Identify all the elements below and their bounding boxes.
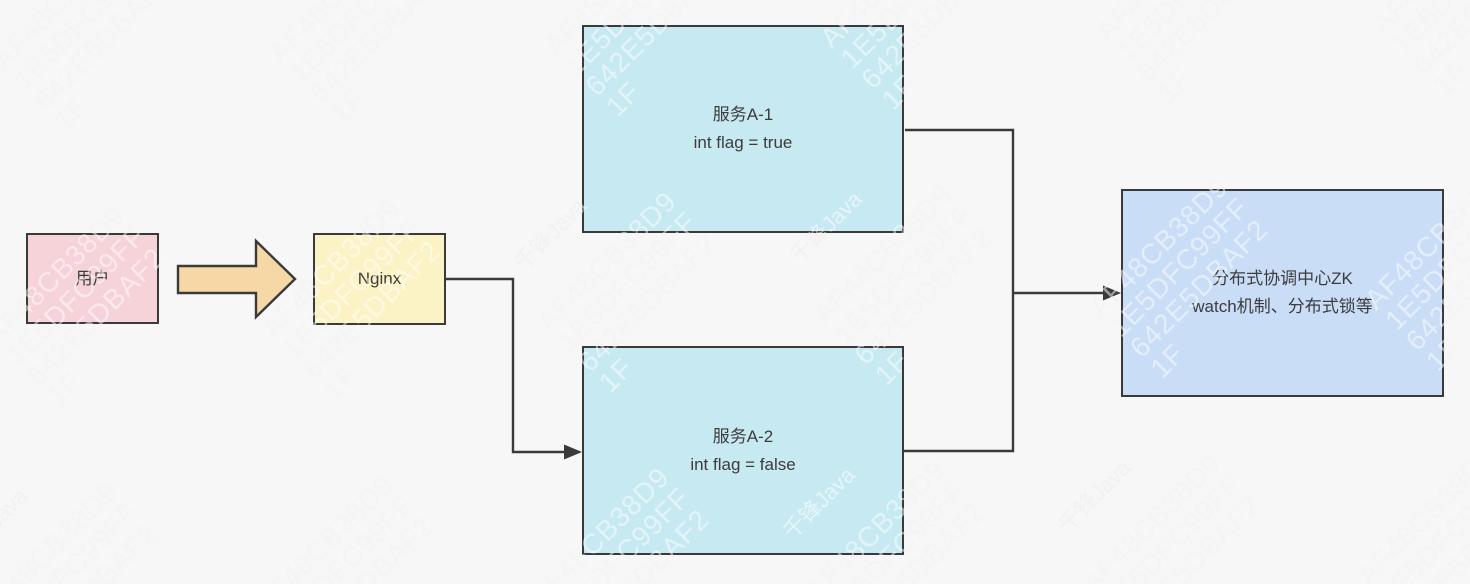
node-user-label: 用户 <box>75 268 110 288</box>
node-user: 用户 <box>26 233 159 324</box>
edge-junction-to-zk-arrowhead <box>1103 285 1121 301</box>
node-zookeeper-subtitle: watch机制、分布式锁等 <box>1192 297 1373 316</box>
node-service-a1-title: 服务A-1 <box>712 105 774 124</box>
node-service-a1: 服务A-1 int flag = true <box>582 25 904 233</box>
node-nginx: Nginx <box>313 233 446 325</box>
edge-services-to-junction <box>904 128 1015 453</box>
node-service-a2-title: 服务A-2 <box>712 426 774 446</box>
user-to-nginx-block-arrow <box>176 238 297 320</box>
edge-nginx-to-service-a2 <box>446 277 566 454</box>
node-zookeeper-title: 分布式协调中心ZK <box>1212 269 1353 288</box>
edge-nginx-to-service-a2-arrowhead <box>564 444 582 460</box>
node-nginx-label: Nginx <box>357 269 402 288</box>
node-zookeeper: 分布式协调中心ZK watch机制、分布式锁等 <box>1121 189 1444 397</box>
node-service-a2-subtitle: int flag = false <box>690 454 796 474</box>
node-service-a1-subtitle: int flag = true <box>693 133 793 152</box>
node-service-a2: 服务A-2 int flag = false <box>582 346 904 555</box>
